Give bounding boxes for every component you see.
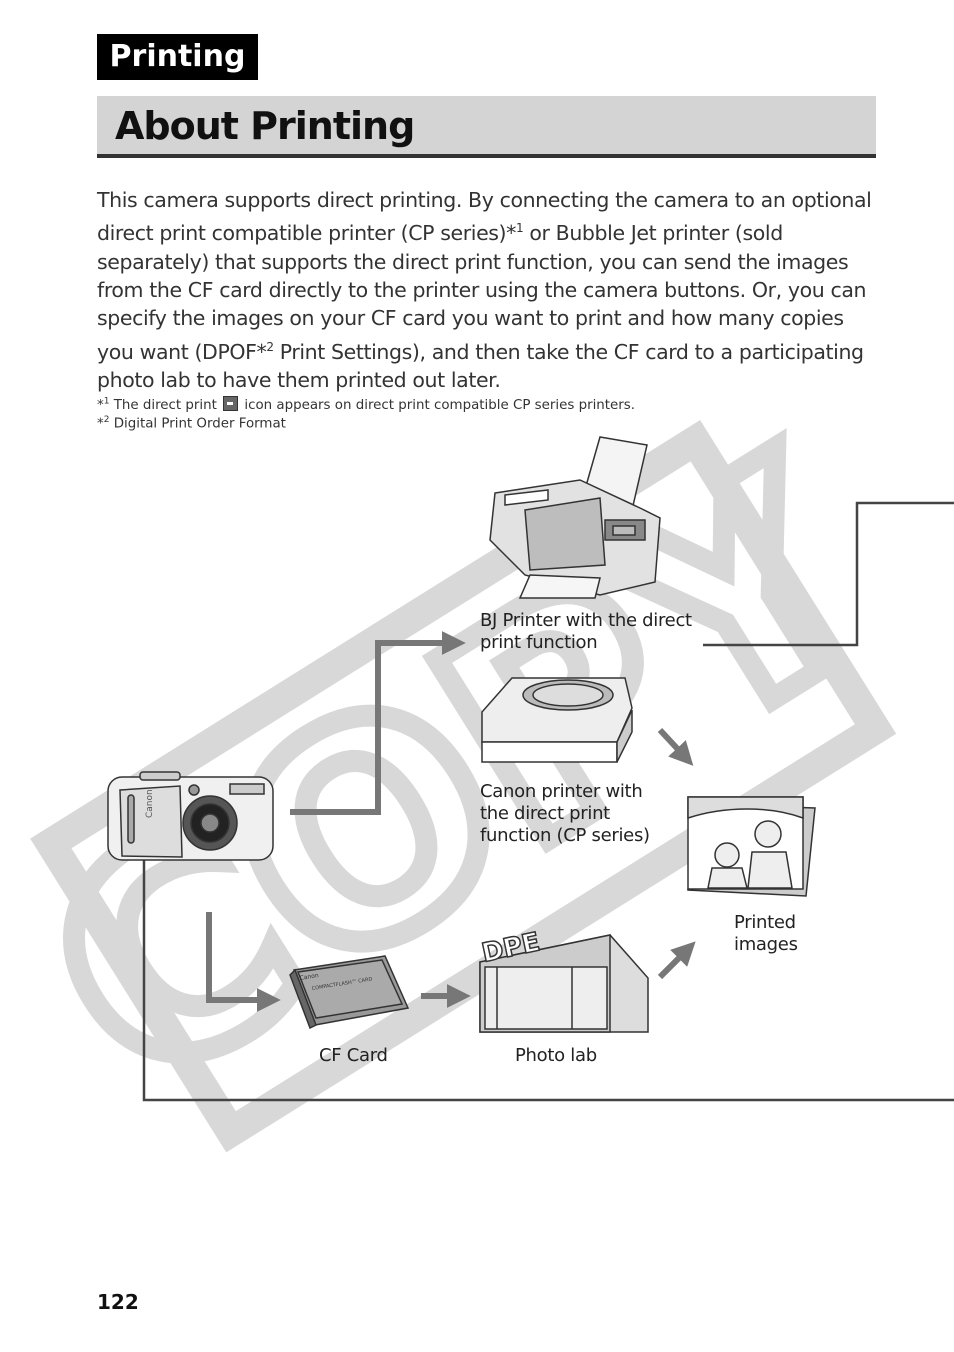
intro-paragraph: This camera supports direct printing. By… xyxy=(97,186,872,395)
bj-printer-label: BJ Printer with the direct print functio… xyxy=(480,610,692,654)
footnote-marker: * xyxy=(97,416,104,432)
camera-brand-text: Canon xyxy=(145,789,155,818)
page-number: 122 xyxy=(97,1290,139,1314)
photo-lab-label: Photo lab xyxy=(515,1045,597,1066)
photo-lab-illustration: DPE xyxy=(478,927,649,1033)
bj-printer-illustration xyxy=(489,436,661,599)
footnote-number: 1 xyxy=(103,396,110,407)
cf-card-illustration: Canon COMPACTFLASH™ CARD xyxy=(289,955,410,1030)
cp-to-prints-arrow xyxy=(657,727,694,766)
label-line: function (CP series) xyxy=(480,825,650,846)
label-line: images xyxy=(734,934,798,955)
lab-to-prints-arrow xyxy=(657,941,696,980)
bj-output-line xyxy=(703,501,954,647)
footnote-text: icon appears on direct print compatible … xyxy=(240,398,636,413)
footnote-1: *1 The direct print icon appears on dire… xyxy=(97,396,635,413)
label-line: print function xyxy=(480,632,598,653)
footnote-number: 2 xyxy=(103,415,110,425)
cp-printer-label: Canon printer with the direct print func… xyxy=(480,781,650,847)
camera-to-cf-arrow xyxy=(206,912,281,1012)
intro-part-3: Print Settings), and then take the CF ca… xyxy=(97,339,864,393)
footnote-text: Digital Print Order Format xyxy=(109,416,286,432)
camera-bottom-line xyxy=(142,860,954,1102)
camera-to-printer-arrow xyxy=(290,631,466,815)
intro-sup-1: 1 xyxy=(516,221,524,236)
intro-part-2: or Bubble Jet printer (sold separately) … xyxy=(97,221,867,364)
page-title: About Printing xyxy=(115,104,415,148)
direct-print-icon xyxy=(223,396,239,411)
section-tab: Printing xyxy=(97,34,258,80)
cf-card-brand: Canon xyxy=(299,972,319,982)
connection-lines xyxy=(142,501,954,1102)
footnote-marker: * xyxy=(97,398,104,413)
intro-part-1: This camera supports direct printing. By… xyxy=(97,188,872,246)
label-line: Canon printer with xyxy=(480,781,643,802)
printed-images-label: Printed images xyxy=(734,912,798,956)
flow-arrows xyxy=(206,631,696,1012)
label-line: BJ Printer with the direct xyxy=(480,610,692,631)
title-bar: About Printing xyxy=(97,96,876,158)
watermark-frame xyxy=(30,420,897,1153)
cf-card-label: CF Card xyxy=(319,1045,388,1066)
footnote-2: *2 Digital Print Order Format xyxy=(97,415,286,431)
footnote-text: The direct print xyxy=(109,398,222,413)
printed-images-illustration xyxy=(687,796,816,897)
camera-illustration: Canon xyxy=(107,771,274,861)
label-line: Printed xyxy=(734,912,796,933)
intro-sup-2: 2 xyxy=(266,339,274,354)
cp-printer-illustration xyxy=(481,677,633,763)
label-line: the direct print xyxy=(480,803,610,824)
